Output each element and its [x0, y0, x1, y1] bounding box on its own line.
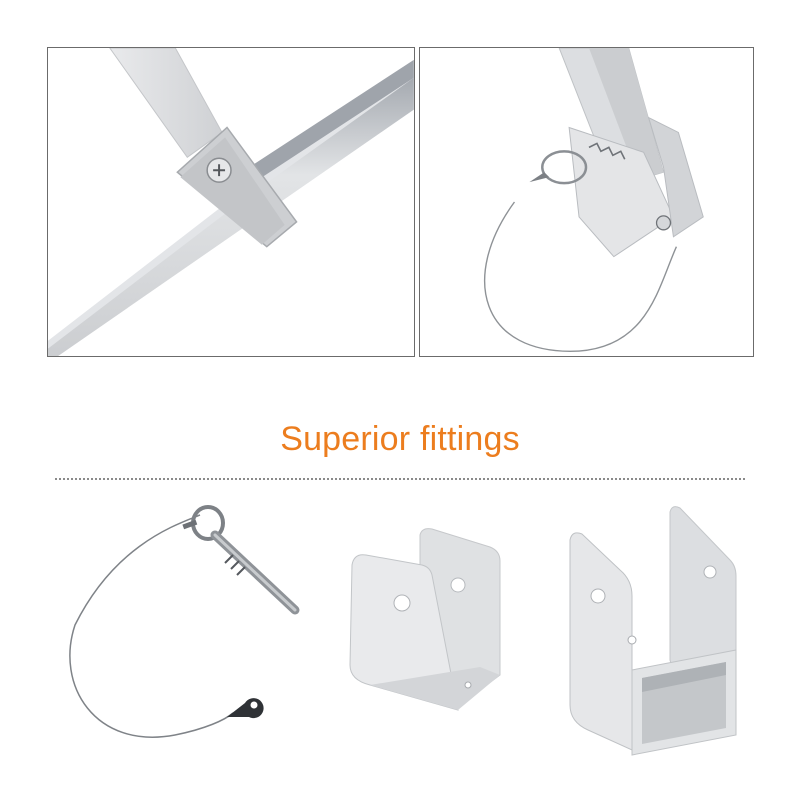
section-title: Superior fittings — [280, 420, 520, 458]
photo-foot-bracket — [419, 47, 754, 357]
photo-tube-joint — [47, 47, 415, 357]
tube-joint-illustration — [48, 48, 414, 356]
tall-bracket-icon — [569, 506, 737, 756]
spring-pin-icon — [69, 505, 300, 738]
product-short-u-bracket — [340, 525, 510, 725]
product-tall-u-bracket — [560, 500, 745, 765]
short-bracket-icon — [349, 528, 501, 711]
foot-bracket-illustration — [483, 48, 704, 352]
product-spring-pin-lanyard — [55, 495, 320, 755]
dotted-divider — [55, 478, 745, 480]
